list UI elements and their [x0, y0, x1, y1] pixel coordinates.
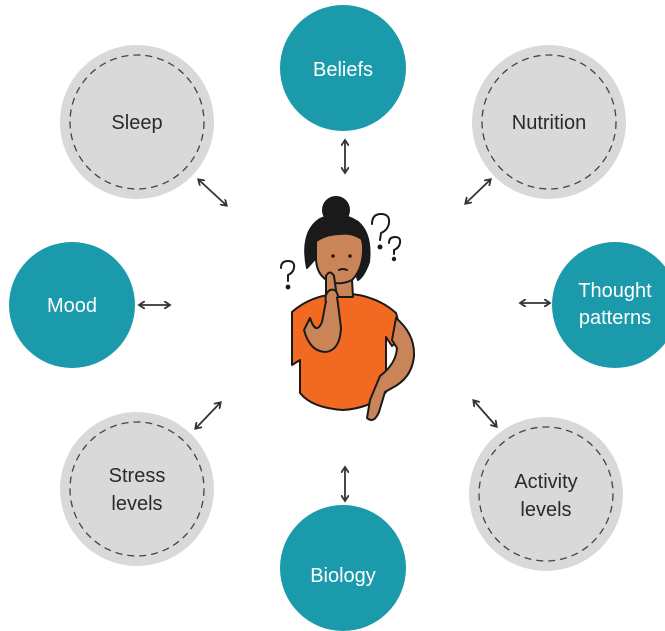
thinking-person-illustration: [280, 196, 416, 421]
mood-circle: [9, 242, 135, 368]
nutrition-label: Nutrition: [512, 112, 586, 134]
nutrition-dashed-ring: [481, 54, 617, 190]
sleep-dashed-ring: [69, 54, 205, 190]
hair-bun: [322, 196, 350, 224]
node-thought-patterns: Thought patterns: [552, 242, 665, 368]
stress-levels-label-line2: levels: [111, 493, 162, 515]
arrow-sleep: [199, 180, 226, 205]
arrow-activity-levels: [474, 401, 496, 426]
activity-levels-circle: [469, 417, 623, 571]
sleep-label: Sleep: [111, 112, 162, 134]
stress-levels-dashed-ring: [69, 421, 205, 557]
nutrition-circle: [472, 45, 626, 199]
thought-patterns-label-line1: Thought: [578, 280, 652, 302]
connector-arrows: [140, 141, 549, 500]
thought-patterns-circle: [552, 242, 665, 368]
node-stress-levels: Stress levels: [60, 412, 214, 566]
node-biology: Biology: [280, 505, 406, 631]
activity-levels-label-line2: levels: [520, 499, 571, 521]
sleep-circle: [60, 45, 214, 199]
question-mark-icon: [280, 213, 402, 290]
shirt: [291, 293, 404, 411]
arrow-stress-levels: [196, 403, 220, 428]
node-beliefs: Beliefs: [280, 5, 406, 131]
beliefs-circle: [280, 5, 406, 131]
arm-right: [366, 317, 416, 421]
node-nutrition: Nutrition: [472, 45, 626, 199]
beliefs-label: Beliefs: [313, 59, 373, 81]
node-activity-levels: Activity levels: [469, 417, 623, 571]
face: [315, 231, 365, 285]
activity-levels-dashed-ring: [478, 426, 614, 562]
stress-levels-label-line1: Stress: [109, 465, 166, 487]
mood-label: Mood: [47, 295, 97, 317]
node-sleep: Sleep: [60, 45, 214, 199]
biology-circle: [280, 505, 406, 631]
thought-patterns-label-line2: patterns: [579, 307, 651, 329]
biology-label: Biology: [310, 565, 376, 587]
activity-levels-label-line1: Activity: [514, 471, 577, 493]
arrow-nutrition: [466, 180, 490, 203]
node-mood: Mood: [9, 242, 135, 368]
stress-levels-circle: [60, 412, 214, 566]
